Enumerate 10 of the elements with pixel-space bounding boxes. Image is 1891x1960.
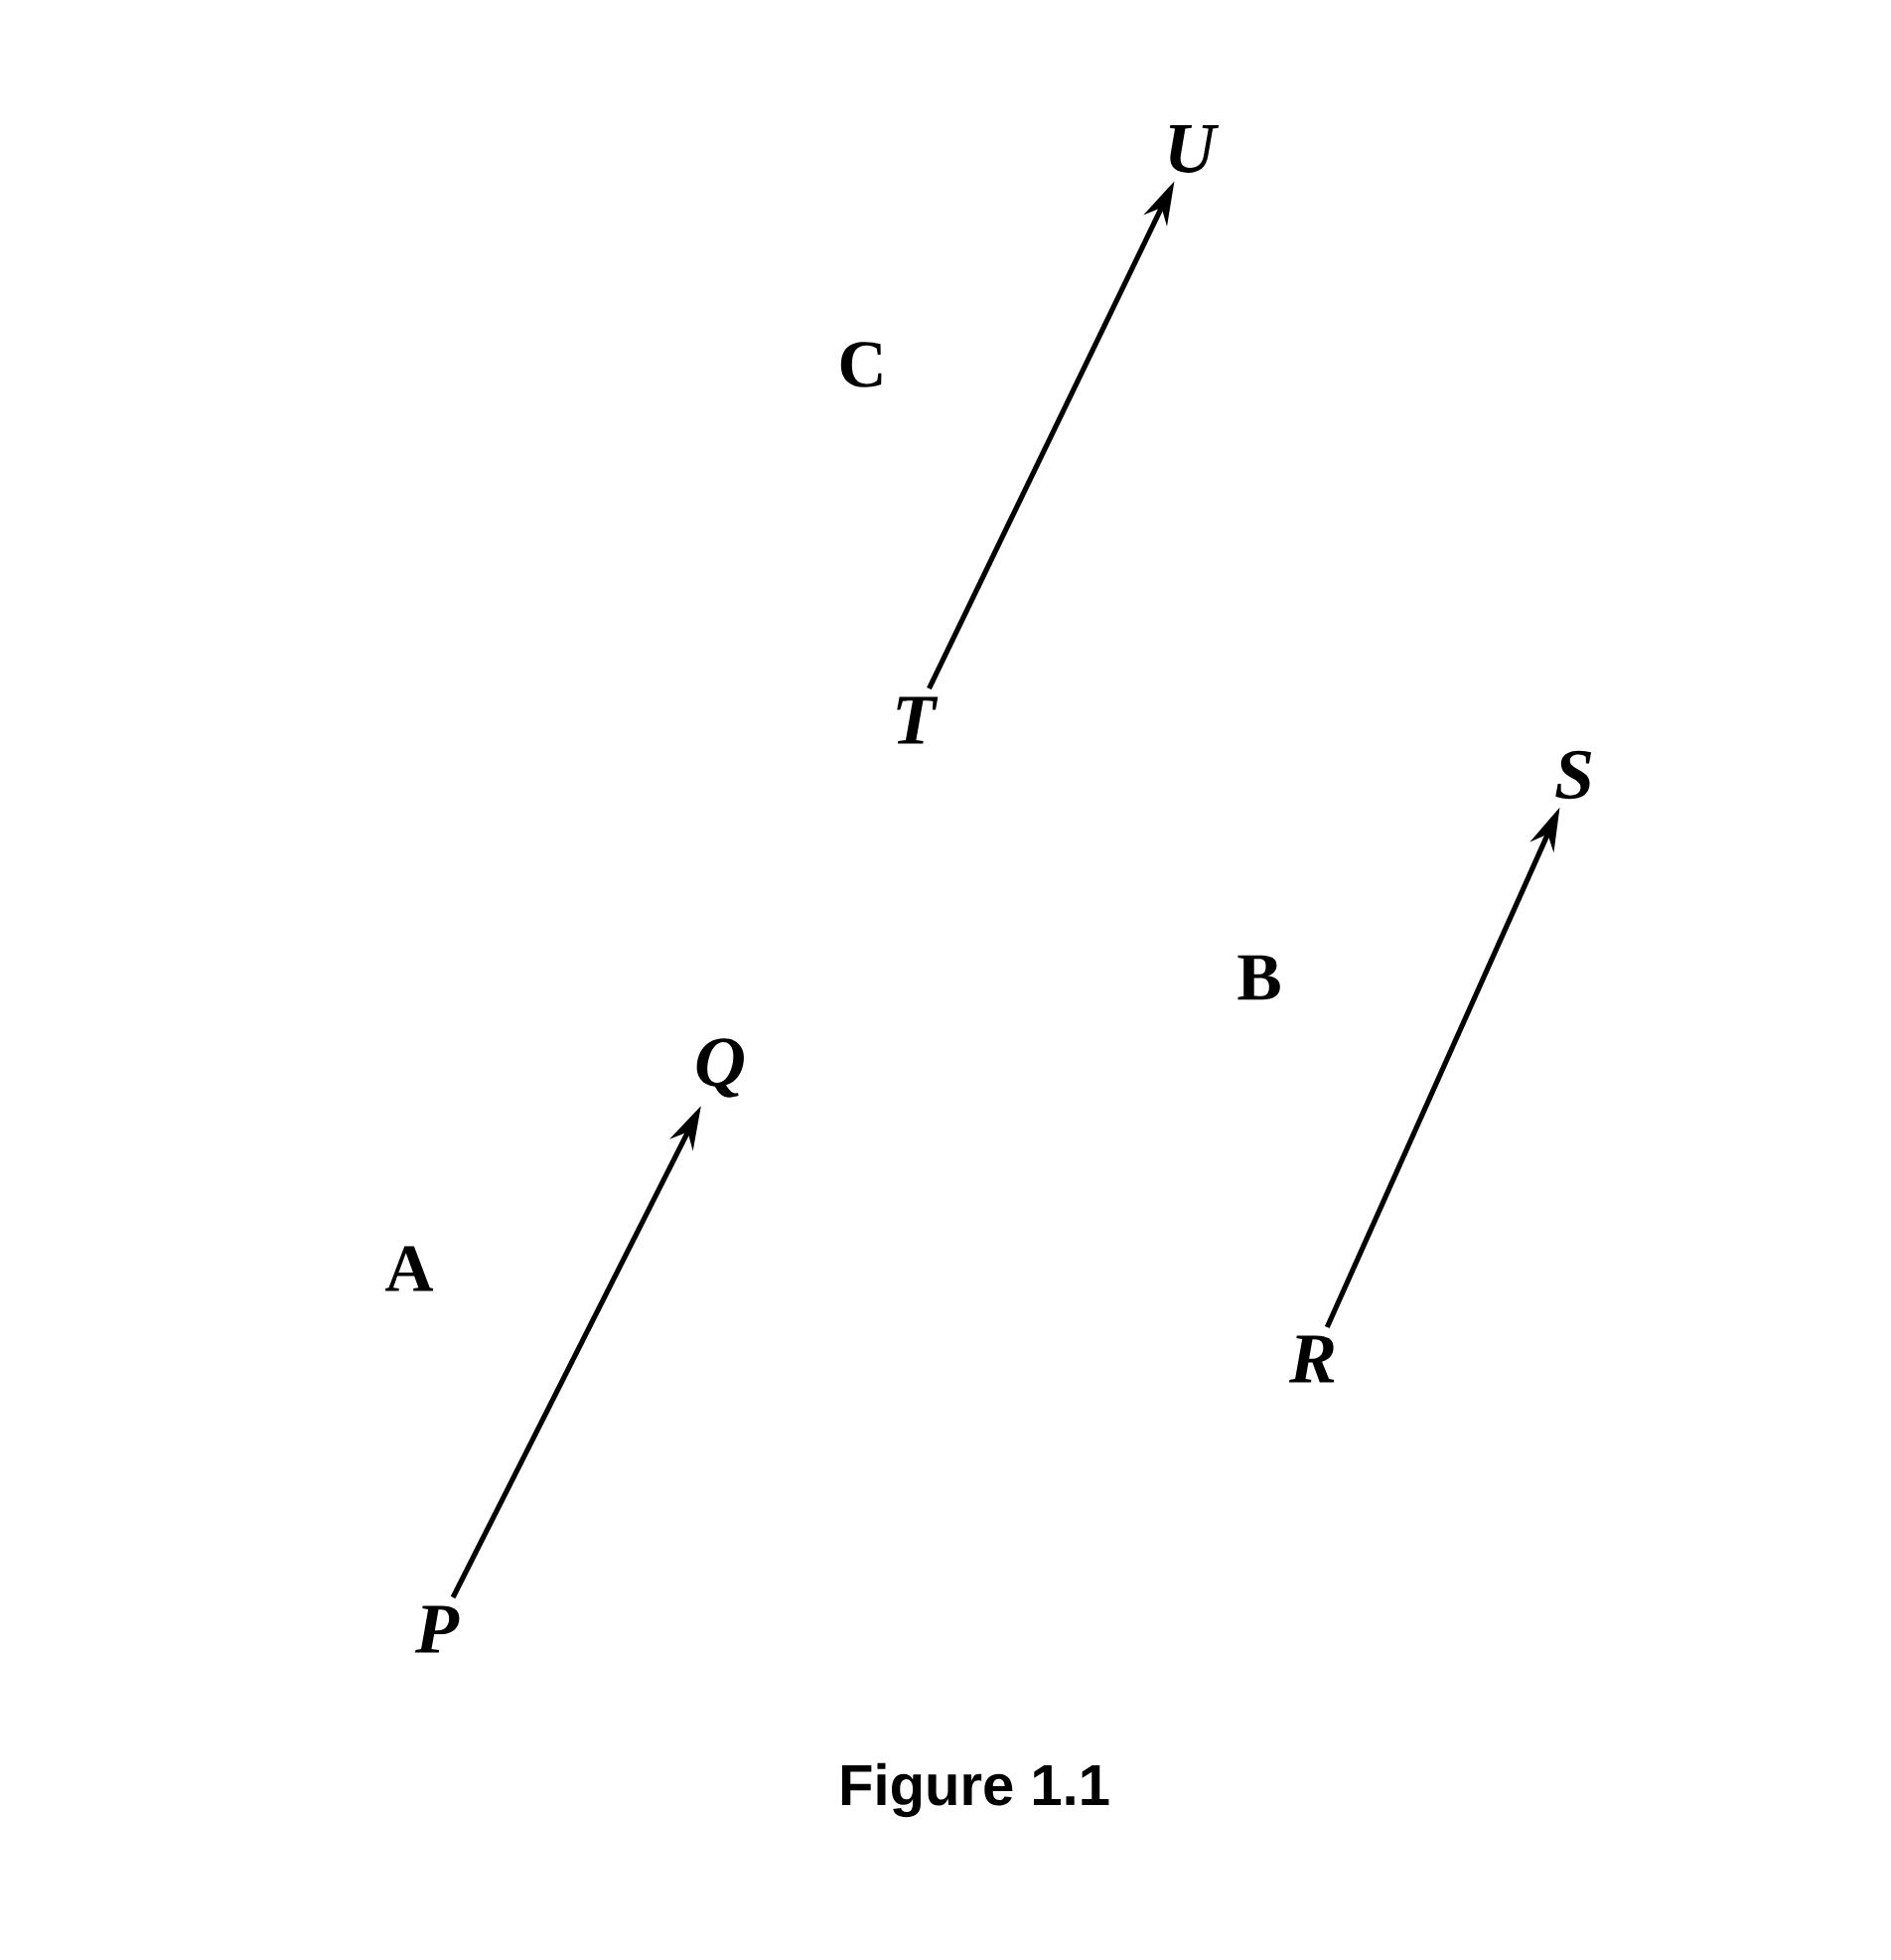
point-label: R bbox=[1288, 1335, 1335, 1383]
vector-label: B bbox=[1237, 955, 1280, 1000]
point-label: Q bbox=[696, 1038, 744, 1098]
point-label: U bbox=[1169, 125, 1220, 173]
point-label: S bbox=[1555, 750, 1591, 800]
vector-label: A bbox=[385, 1246, 434, 1291]
caption: Figure 1.1 bbox=[841, 1762, 1109, 1818]
point-label: T bbox=[897, 696, 939, 744]
point-label: P bbox=[415, 1605, 460, 1653]
vector-label: C bbox=[840, 342, 882, 387]
